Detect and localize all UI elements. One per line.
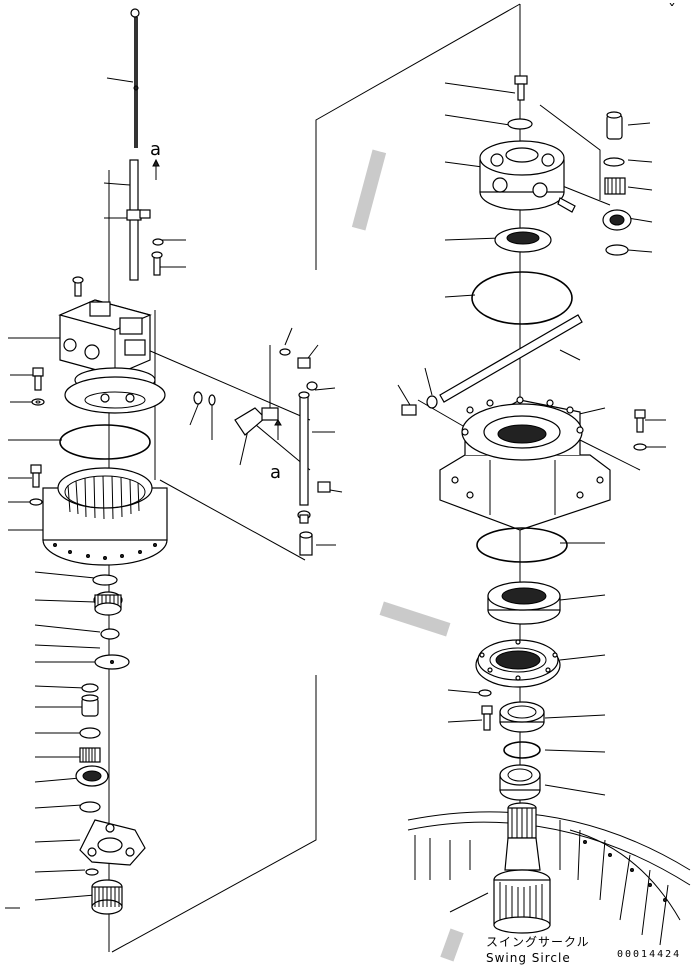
detail-a-label-mid: a bbox=[270, 462, 281, 483]
leader-lines-right bbox=[397, 82, 666, 913]
blur-smudges bbox=[351, 149, 464, 962]
snap-ring bbox=[503, 741, 541, 759]
leader-lines-middle bbox=[189, 327, 343, 546]
o-ring-right-top bbox=[471, 271, 573, 325]
housing-valves bbox=[401, 395, 647, 451]
ring-gear-housing bbox=[42, 467, 168, 566]
main-bearing bbox=[487, 581, 561, 625]
swing-motor bbox=[58, 276, 166, 414]
planetary-stack-left bbox=[75, 574, 146, 915]
spacer bbox=[499, 764, 541, 801]
middle-hardware bbox=[193, 348, 331, 556]
swing-circle-label-en: Swing Sircle bbox=[486, 951, 571, 965]
swing-pinion-shaft bbox=[493, 802, 551, 934]
swing-circle bbox=[407, 811, 691, 946]
breather-pipe bbox=[439, 314, 583, 403]
swing-machinery-housing bbox=[439, 396, 611, 531]
corner-mark: ˇ bbox=[668, 1, 676, 20]
cover-plate bbox=[475, 639, 561, 688]
detail-arrow-top bbox=[152, 158, 160, 180]
drawing-number: 00014424 bbox=[617, 949, 681, 960]
leader-lines-left bbox=[5, 77, 186, 909]
detail-a-label-top: a bbox=[150, 139, 161, 160]
swing-circle-label-jp: スイングサークル bbox=[486, 935, 590, 949]
motor-bolts bbox=[29, 367, 45, 506]
o-ring-left bbox=[59, 424, 151, 460]
cover-bolts bbox=[478, 689, 493, 731]
carrier-assembly-right bbox=[479, 75, 632, 256]
gauge-pipe bbox=[126, 159, 164, 281]
o-ring-right-mid bbox=[476, 527, 568, 563]
bushing bbox=[499, 701, 545, 733]
level-gauge-rod bbox=[130, 8, 140, 148]
